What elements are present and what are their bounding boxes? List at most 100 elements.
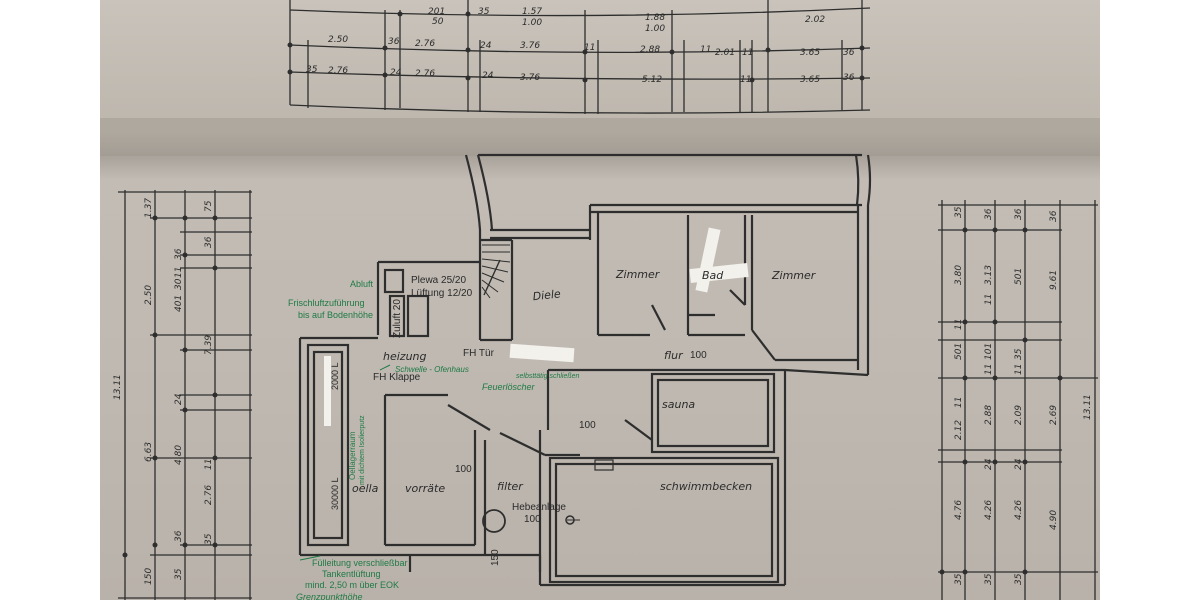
right-dimension-dots <box>939 227 1063 575</box>
left-dim-text: 2.50 <box>144 285 154 305</box>
right-dim-text: 11 <box>954 397 964 408</box>
left-dim-text: 7.39 <box>204 335 214 355</box>
right-dimension-columns <box>938 200 1098 600</box>
room-label-keller: oella <box>352 482 379 495</box>
annotation-selbsttaetig: selbsttätig schließen <box>516 373 580 380</box>
green-leader-lines <box>299 364 391 561</box>
right-dim-text: 35 <box>954 206 964 218</box>
left-dim-text: 11 <box>204 459 214 470</box>
left-dim-text: 36 <box>174 530 184 542</box>
top-dim-text: 1.88 <box>645 13 665 23</box>
right-dim-text: 35 <box>984 573 994 585</box>
right-dim-text: 501 <box>1014 268 1024 285</box>
top-dim-text: 36 <box>843 48 855 58</box>
top-dim-text: 5.12 <box>642 75 662 85</box>
room-label-schwimmbecken: schwimmbecken <box>660 480 752 493</box>
top-dim-text: 35 <box>478 7 490 17</box>
right-dim-text: 4.90 <box>1049 510 1059 530</box>
top-dim-text: 2.76 <box>415 39 435 49</box>
right-dim-text: 11 <box>984 294 994 305</box>
right-dim-text: 3.13 <box>984 265 994 285</box>
annotation-tank-volume: 30000 L <box>330 477 340 510</box>
top-dim-text: 36 <box>388 37 400 47</box>
top-dim-text: 24 <box>482 71 494 81</box>
room-label-vorraete: vorräte <box>405 482 445 495</box>
left-dim-text: 24 <box>174 393 184 405</box>
room-label-zimmer-left: Zimmer <box>615 268 661 281</box>
left-dim-text: 11 <box>174 267 184 278</box>
right-dim-text: 4.76 <box>954 500 964 520</box>
left-dim-text: 6.63 <box>144 442 154 462</box>
annotation-fuell-2: Tankentlüftung <box>322 569 381 579</box>
left-dim-text: 401 <box>174 295 184 312</box>
annotation-plewa: Plewa 25/20 <box>411 275 466 286</box>
top-dim-text: 11 <box>700 45 711 55</box>
right-dim-text: 36 <box>1049 210 1059 222</box>
tape-label <box>509 343 575 363</box>
top-dim-text: 11 <box>740 75 751 85</box>
top-dim-text: 2.76 <box>328 66 348 76</box>
right-dim-text: 2.12 <box>954 420 964 440</box>
left-dim-text: 1.37 <box>144 198 154 218</box>
room-label-zimmer-right: Zimmer <box>771 269 817 282</box>
top-dim-text: 35 <box>306 65 318 75</box>
floor-plan-walls <box>298 153 872 587</box>
top-dim-text: 201 <box>428 7 445 17</box>
top-dim-text: 24 <box>480 41 492 51</box>
annotation-tank-2: mit dichtem Isolierputz <box>359 415 366 485</box>
tape-label <box>689 263 749 283</box>
right-dim-text: 36 <box>1014 208 1024 220</box>
top-dim-text: 11 <box>742 48 753 58</box>
left-dim-text: 2.76 <box>204 485 214 505</box>
room-label-filter: filter <box>497 480 524 493</box>
left-dim-text: 35 <box>174 568 184 580</box>
right-dim-text: 35 <box>954 573 964 585</box>
left-dim-text: 150 <box>144 568 154 585</box>
top-dim-text: 2.50 <box>328 35 348 45</box>
annotation-sauna-100: 100 <box>579 420 596 431</box>
tape-label <box>324 356 331 426</box>
room-label-bad: Bad <box>702 269 724 282</box>
top-dim-text: 3.76 <box>520 73 540 83</box>
room-label-diele: Diele <box>532 287 562 303</box>
left-dim-text: 36 <box>174 248 184 260</box>
paper-sheet <box>100 0 1100 600</box>
annotation-fuell-3: mind. 2,50 m über EOK <box>305 580 399 590</box>
top-dim-text: 2.01 <box>715 48 735 58</box>
left-dim-text: 30 <box>174 278 184 290</box>
top-dim-text: 2.76 <box>415 69 435 79</box>
top-dim-text: 24 <box>390 68 402 78</box>
annotation-abluft: Abluft <box>350 279 374 289</box>
right-dim-text: 2.09 <box>1014 405 1024 425</box>
right-dim-text: 13.11 <box>1083 394 1093 420</box>
paper-fold <box>100 118 1100 156</box>
annotation-dim-150: 150 <box>490 549 501 566</box>
top-dim-text: 3.65 <box>800 75 820 85</box>
right-dim-text: 9.61 <box>1049 270 1059 290</box>
room-label-heizung: heizung <box>383 350 427 363</box>
pump-icon <box>482 509 506 533</box>
left-dim-text: 35 <box>204 533 214 545</box>
annotation-zuluft: Zuluft 20 <box>392 299 403 338</box>
left-dim-text: 36 <box>204 236 214 248</box>
top-dim-text: 50 <box>432 17 444 27</box>
right-dim-text: 36 <box>984 208 994 220</box>
left-dim-text: 13.11 <box>113 374 123 400</box>
top-dim-text: 3.65 <box>800 48 820 58</box>
annotation-lueftung: Lüftung 12/20 <box>411 288 473 299</box>
top-dim-text: 1.00 <box>522 18 542 28</box>
top-dim-text: 3.76 <box>520 41 540 51</box>
annotation-schwelle: Schwelle - Ofenhaus <box>395 365 469 374</box>
right-dim-text: 4.26 <box>984 500 994 520</box>
top-dimension-strip <box>289 0 871 114</box>
left-dim-text: 4.80 <box>174 445 184 465</box>
annotation-frischluft-2: bis auf Bodenhöhe <box>298 310 373 320</box>
annotation-vorraete-100: 100 <box>455 464 472 475</box>
annotation-fh-klappe: FH Klappe <box>373 372 421 383</box>
annotation-grenz: Grenzpunkthöhe <box>296 592 363 600</box>
right-dim-text: 35 <box>1014 573 1024 585</box>
annotation-hebeanlage-100: 100 <box>524 514 541 525</box>
top-dim-text: 1.00 <box>645 24 665 34</box>
